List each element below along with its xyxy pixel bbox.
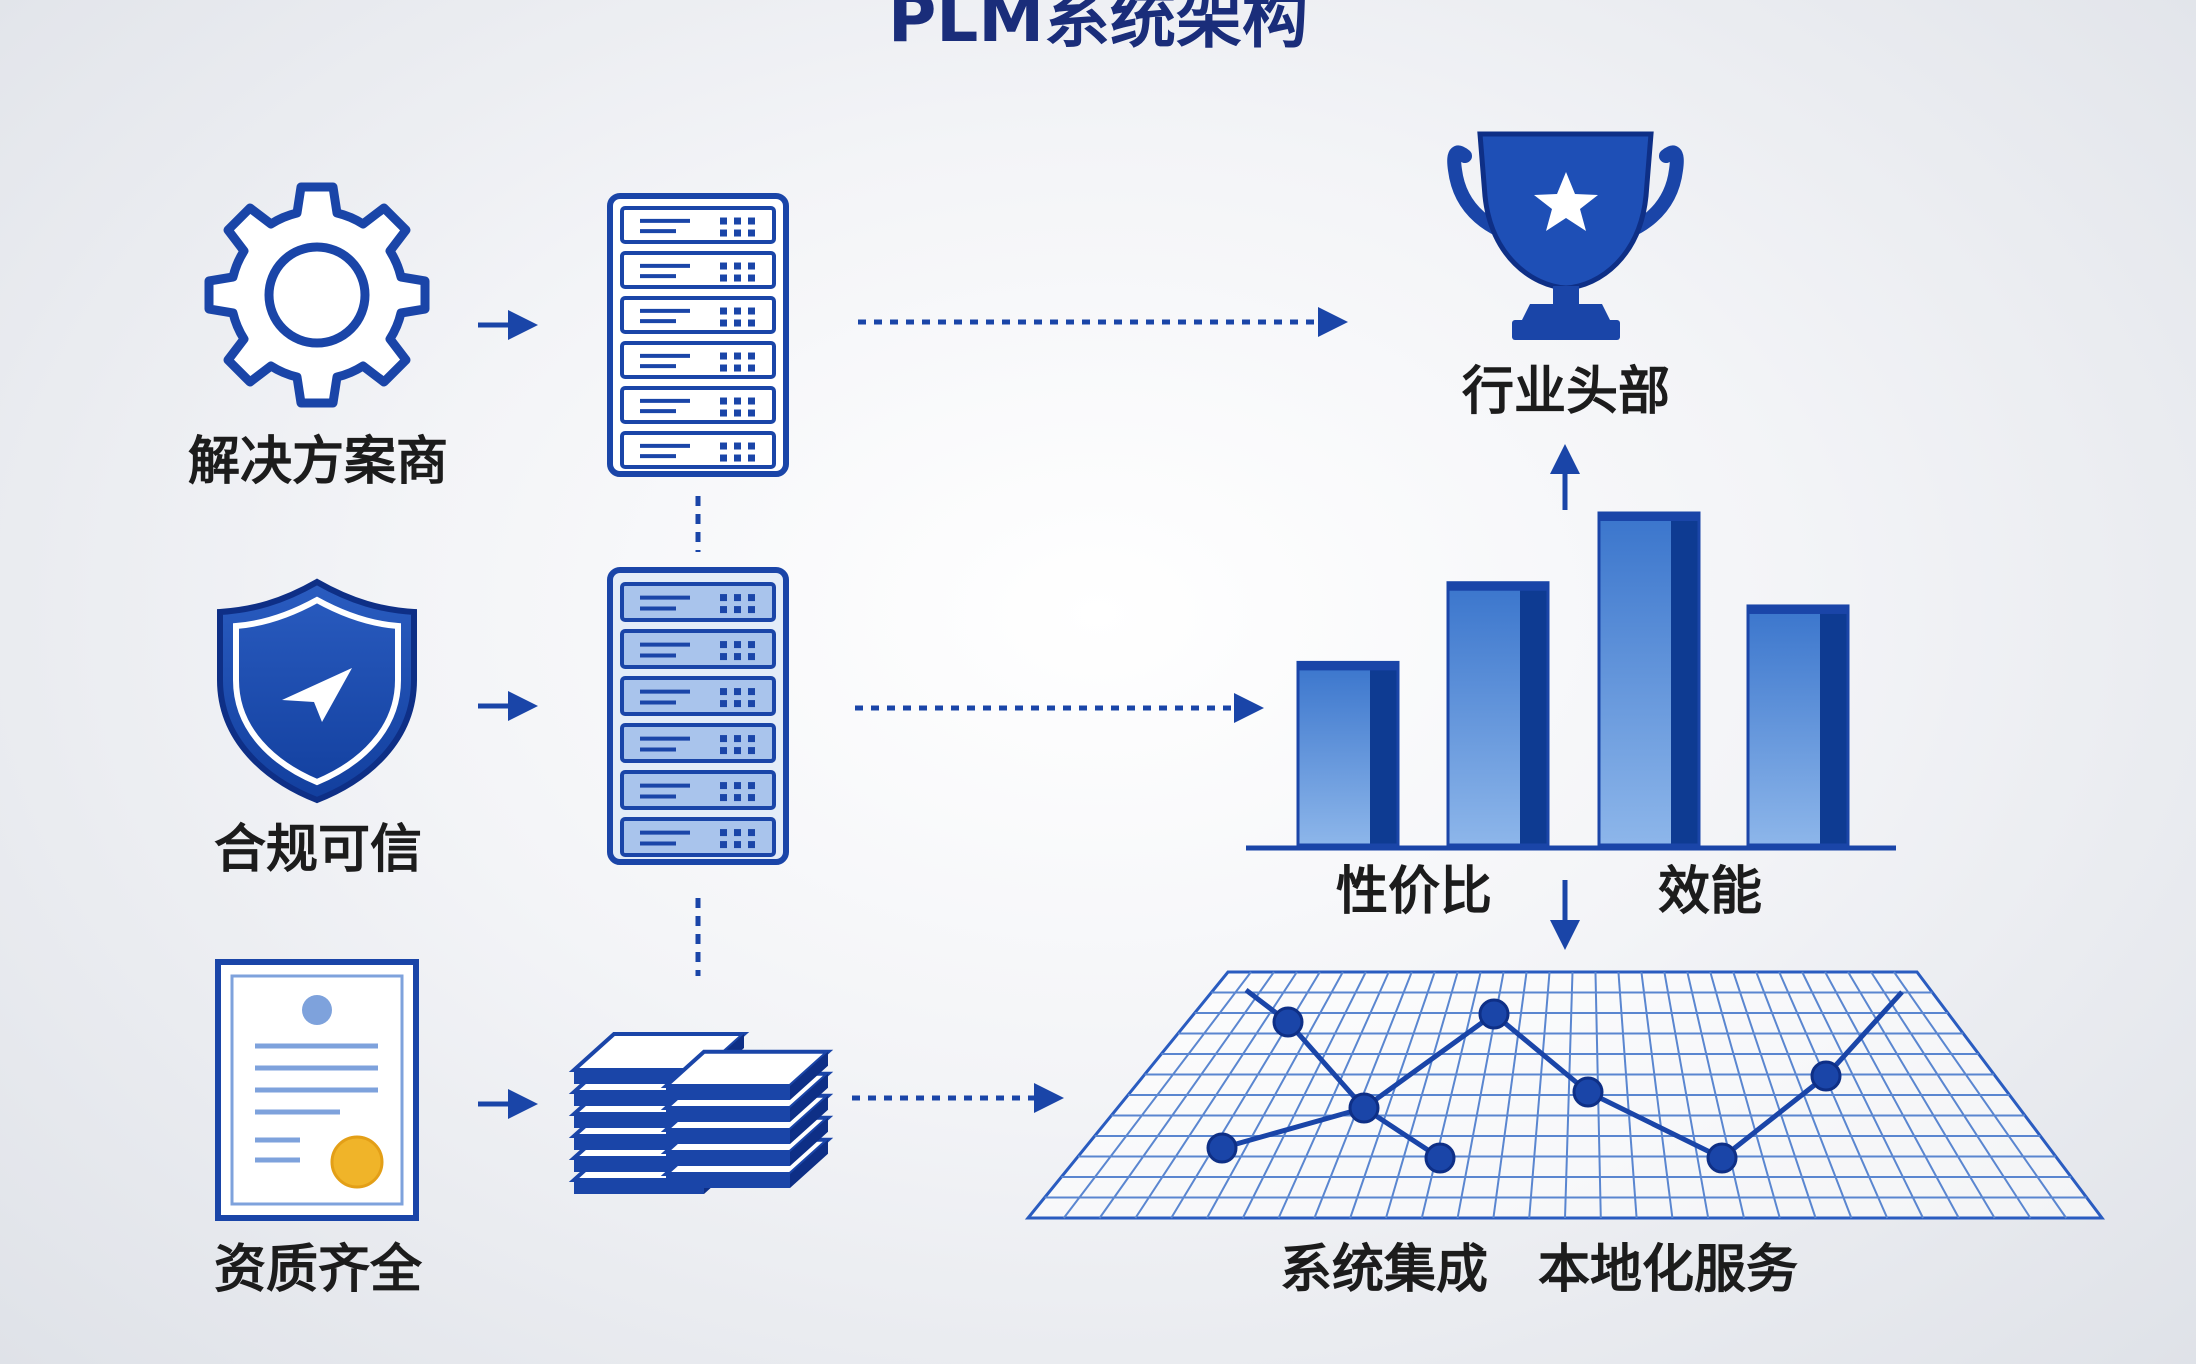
line-grid-icon xyxy=(1024,970,2106,1220)
trend-point xyxy=(1706,1142,1738,1174)
label-cost-performance: 性价比 xyxy=(1336,862,1493,922)
stack-layer xyxy=(660,1049,834,1100)
label-efficiency: 效能 xyxy=(1658,862,1763,922)
rack-unit xyxy=(620,251,776,289)
shield-icon xyxy=(217,578,417,804)
trophy-icon xyxy=(1447,131,1684,340)
trend-point xyxy=(1424,1142,1456,1174)
trend-point xyxy=(1572,1076,1604,1108)
rack-unit xyxy=(620,770,776,810)
bar xyxy=(1296,660,1400,847)
rack-unit xyxy=(620,723,776,763)
trend-line xyxy=(1244,988,1442,1161)
server-rack-icon xyxy=(607,567,789,865)
label-qualification: 资质齐全 xyxy=(214,1240,423,1300)
certificate-icon xyxy=(215,959,419,1221)
stacked-layers-icon xyxy=(568,1032,834,1194)
trend-point xyxy=(1272,1006,1304,1038)
diagram-title: PLM系统架构 xyxy=(887,0,1309,57)
rack-unit xyxy=(620,582,776,622)
trend-point xyxy=(1810,1060,1842,1092)
rack-unit xyxy=(620,676,776,716)
rack-unit xyxy=(620,629,776,669)
bar-chart-icon xyxy=(1296,511,1850,847)
label-compliance: 合规可信 xyxy=(214,820,423,880)
rack-unit xyxy=(620,817,776,857)
rack-unit xyxy=(620,296,776,334)
label-industry-leader: 行业头部 xyxy=(1462,362,1671,422)
bar xyxy=(1597,511,1701,847)
server-rack-icon xyxy=(607,193,789,477)
label-solution-provider: 解决方案商 xyxy=(188,432,449,492)
rack-unit xyxy=(620,206,776,244)
trend-point xyxy=(1348,1092,1380,1124)
label-local-service: 本地化服务 xyxy=(1538,1240,1799,1300)
rack-unit xyxy=(620,386,776,424)
trend-point xyxy=(1206,1132,1238,1164)
rack-unit xyxy=(620,431,776,469)
trend-point xyxy=(1478,998,1510,1030)
label-system-integration: 系统集成 xyxy=(1280,1240,1489,1300)
gear-icon xyxy=(204,182,430,408)
bar xyxy=(1746,604,1850,847)
bar xyxy=(1446,581,1550,847)
rack-unit xyxy=(620,341,776,379)
